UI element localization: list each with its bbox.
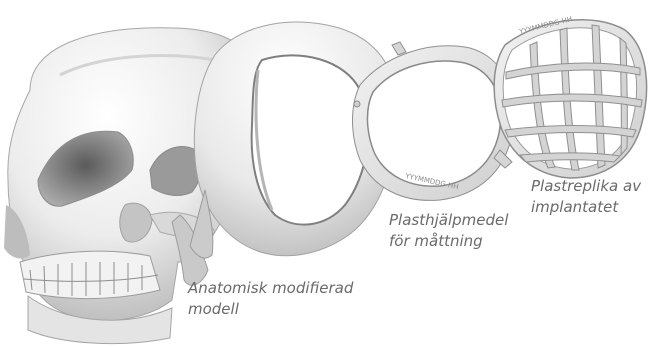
label-plastic-helper-line2: för måttning [389,231,508,252]
label-plastic-helper-line1: Plasthjälpmedel [389,210,508,231]
label-plastic-replica: Plastreplika av implantatet [531,176,641,218]
label-plastic-replica-line2: implantatet [531,197,641,218]
label-plastic-replica-line1: Plastreplika av [531,176,641,197]
label-anatomical-model-line1: Anatomisk modifierad [188,278,353,299]
label-anatomical-model: Anatomisk modifierad modell [188,278,353,320]
label-anatomical-model-line2: modell [188,299,353,320]
plastic-implant-replica: YYYMMDDG-HH [494,15,646,178]
label-plastic-helper: Plasthjälpmedel för måttning [389,210,508,252]
